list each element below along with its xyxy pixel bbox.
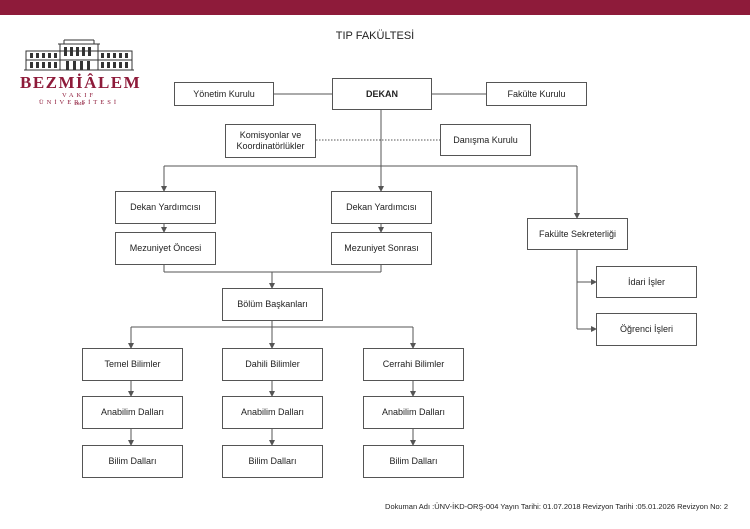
page-title: TIP FAKÜLTESİ xyxy=(335,30,415,42)
node-dekan-yardimcisi-2: Dekan Yardımcısı xyxy=(331,191,432,224)
logo-year: 1845 xyxy=(73,101,84,106)
top-brand-bar xyxy=(0,0,750,15)
node-bilim-dallari-3: Bilim Dalları xyxy=(363,445,464,478)
logo-subtitle: VAKIF ÜNİVERSİTESİ xyxy=(38,92,120,106)
node-temel-bilimler: Temel Bilimler xyxy=(82,348,183,381)
node-anabilim-dallari-1: Anabilim Dalları xyxy=(82,396,183,429)
node-ogrenci-isleri: Öğrenci İşleri xyxy=(596,313,697,346)
node-anabilim-dallari-3: Anabilim Dalları xyxy=(363,396,464,429)
node-fakulte-kurulu: Fakülte Kurulu xyxy=(486,82,587,106)
node-dahili-bilimler: Dahili Bilimler xyxy=(222,348,323,381)
document-footer: Dokuman Adı :ÜNV-İKD-ORŞ-004 Yayın Tarih… xyxy=(385,502,728,511)
building-icon xyxy=(24,39,134,71)
node-komisyonlar: Komisyonlar ve Koordinatörlükler xyxy=(225,124,316,158)
node-yonetim-kurulu: Yönetim Kurulu xyxy=(174,82,274,106)
node-dekan: DEKAN xyxy=(332,78,432,110)
node-cerrahi-bilimler: Cerrahi Bilimler xyxy=(363,348,464,381)
node-mezuniyet-oncesi: Mezuniyet Öncesi xyxy=(115,232,216,265)
node-fakulte-sekreterligi: Fakülte Sekreterliği xyxy=(527,218,628,250)
node-mezuniyet-sonrasi: Mezuniyet Sonrası xyxy=(331,232,432,265)
node-idari-isler: İdari İşler xyxy=(596,266,697,298)
logo-name: BEZMİÂLEM xyxy=(20,73,142,92)
node-bolum-baskanlari: Bölüm Başkanları xyxy=(222,288,323,321)
node-bilim-dallari-1: Bilim Dalları xyxy=(82,445,183,478)
node-danisma-kurulu: Danışma Kurulu xyxy=(440,124,531,156)
node-bilim-dallari-2: Bilim Dalları xyxy=(222,445,323,478)
node-anabilim-dallari-2: Anabilim Dalları xyxy=(222,396,323,429)
node-dekan-yardimcisi-1: Dekan Yardımcısı xyxy=(115,191,216,224)
university-logo: BEZMİÂLEM VAKIF ÜNİVERSİTESİ 1845 xyxy=(20,34,142,108)
